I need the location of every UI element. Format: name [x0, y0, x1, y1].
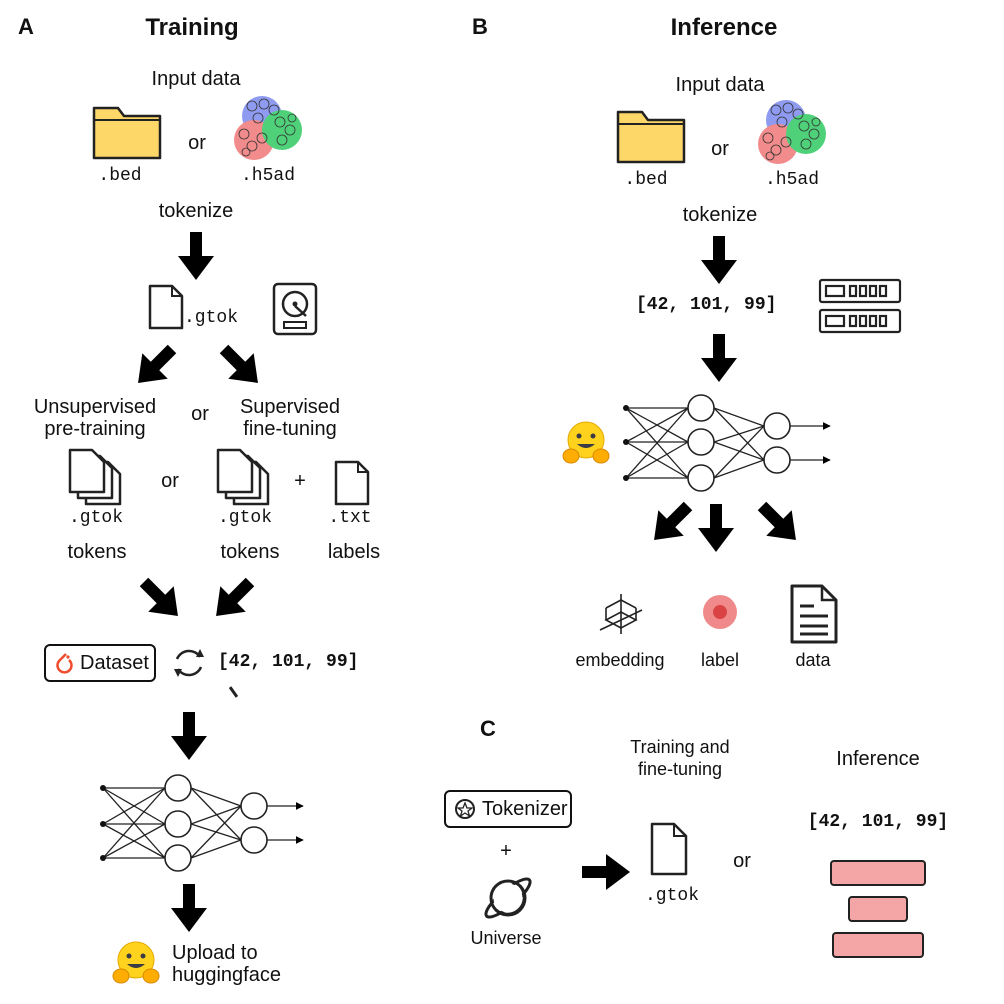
panel-a-input-label: Input data [151, 68, 241, 90]
dataset-label: Dataset [80, 651, 149, 674]
file-icon [650, 822, 688, 876]
training-line2: fine-tuning [637, 759, 723, 779]
down-arrow [178, 232, 214, 280]
down-left-arrow [125, 336, 185, 396]
ext-txt: .txt [328, 508, 372, 528]
ext-bed: .bed [98, 166, 142, 186]
supervised-line1: Supervised [239, 396, 341, 418]
label-dot-icon [703, 595, 737, 629]
plus-sign: + [294, 470, 306, 492]
pytorch-icon [56, 653, 73, 674]
ext-h5ad: .h5ad [764, 170, 820, 190]
hard-drive-icon [272, 282, 318, 336]
embedding-bar [848, 896, 908, 922]
tokenizer-badge: Tokenizer [444, 790, 572, 828]
stacked-files-icon [216, 448, 270, 506]
training-line1: Training and [630, 737, 730, 757]
ext-h5ad: .h5ad [240, 166, 296, 186]
upload-label: Upload to huggingface [172, 942, 281, 986]
unsupervised-label: Unsupervised pre-training [34, 396, 156, 440]
neural-network-diagram [100, 774, 304, 872]
panel-a-title: Training [145, 14, 239, 41]
tokenize-label: tokenize [158, 200, 234, 222]
data-label: data [795, 650, 831, 670]
dataset-badge: Dataset [44, 644, 156, 682]
plus-sign: + [500, 840, 512, 862]
inference-label: Inference [836, 748, 920, 770]
down-left-arrow [203, 569, 263, 629]
tokens-label: tokens [220, 541, 280, 563]
unsupervised-line1: Unsupervised [33, 396, 157, 418]
folder-icon [616, 110, 686, 164]
or-text: or [711, 138, 729, 160]
down-arrow [171, 884, 207, 932]
ext-gtok: .gtok [644, 886, 700, 906]
panel-b-title: Inference [670, 14, 778, 41]
memory-icon [818, 278, 902, 334]
tokenize-label: tokenize [682, 204, 758, 226]
right-arrow [582, 854, 630, 890]
down-arrow [701, 334, 737, 382]
supervised-label: Supervised fine-tuning [240, 396, 340, 440]
token-ids: [42, 101, 99] [636, 295, 777, 315]
training-label: Training and fine-tuning [630, 736, 729, 780]
panel-c-letter: C [480, 716, 496, 741]
labels-label: labels [327, 541, 381, 563]
tokenizer-label: Tokenizer [482, 797, 568, 820]
file-icon [148, 284, 184, 330]
down-right-arrow [131, 569, 191, 629]
embedding-bar [832, 932, 924, 958]
cell-cluster-icon [758, 100, 826, 164]
embedding-label: embedding [575, 650, 665, 670]
panel-b-letter: B [472, 14, 488, 39]
or-text: or [161, 470, 179, 492]
or-text: or [191, 403, 209, 425]
hugging-face-icon [112, 941, 160, 984]
universe-label: Universe [470, 928, 542, 948]
ext-gtok: .gtok [184, 308, 239, 328]
supervised-line2: fine-tuning [243, 418, 337, 440]
neural-network-diagram [623, 394, 831, 492]
embedding-bar [830, 860, 926, 886]
tokens-label: tokens [67, 541, 127, 563]
file-icon [334, 460, 370, 506]
document-icon [790, 584, 838, 644]
upload-line2: huggingface [172, 964, 281, 986]
ext-gtok: .gtok [217, 508, 273, 528]
token-ids: [42, 101, 99] [218, 652, 359, 672]
down-right-arrow [749, 493, 809, 553]
refresh-icon [174, 649, 204, 677]
or-text: or [733, 850, 751, 872]
down-arrow [701, 236, 737, 284]
ext-gtok: .gtok [68, 508, 124, 528]
token-ids: [42, 101, 99] [807, 812, 949, 832]
down-left-arrow [641, 493, 701, 553]
panel-a-letter: A [18, 14, 34, 39]
down-right-arrow [211, 336, 271, 396]
tokenizer-icon [455, 799, 475, 819]
embedding-icon [599, 594, 643, 634]
panel-b-input-label: Input data [675, 74, 765, 96]
tick-mark [228, 686, 239, 698]
upload-line1: Upload to [172, 942, 258, 964]
hugging-face-icon [562, 421, 610, 464]
down-arrow [171, 712, 207, 760]
stacked-files-icon [68, 448, 122, 506]
planet-icon [484, 877, 532, 919]
or-text: or [188, 132, 206, 154]
down-arrow [698, 504, 734, 552]
cell-cluster-icon [234, 96, 302, 160]
ext-bed: .bed [624, 170, 668, 190]
label-label: label [700, 650, 740, 670]
unsupervised-line2: pre-training [44, 418, 146, 440]
folder-icon [92, 106, 162, 160]
